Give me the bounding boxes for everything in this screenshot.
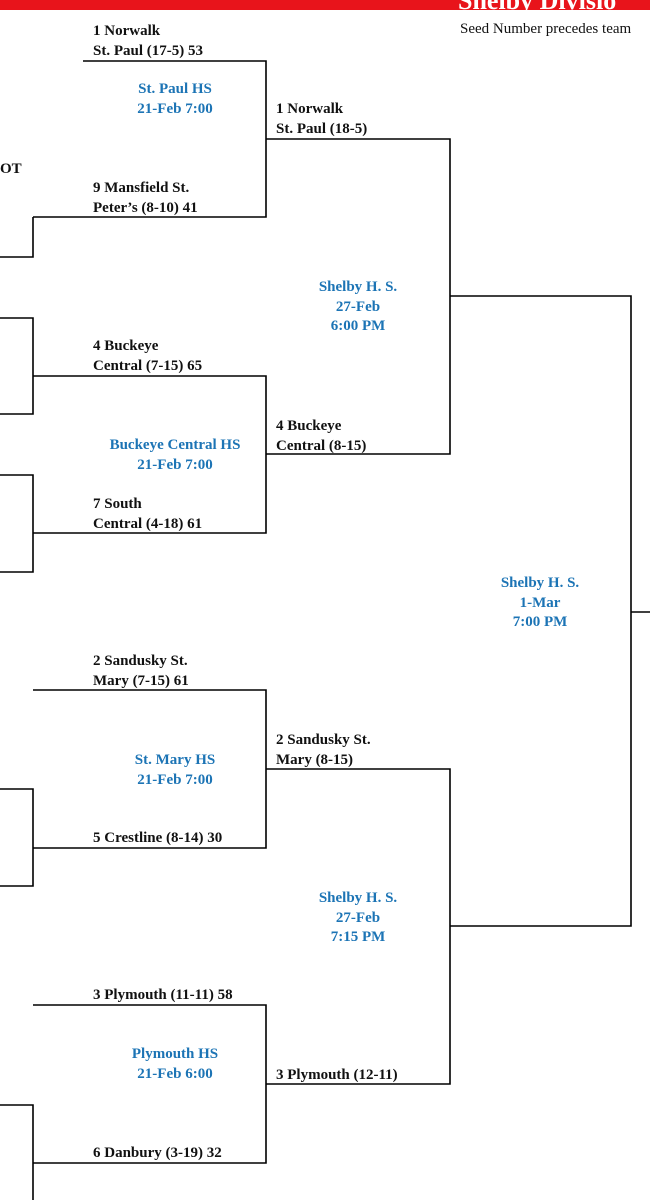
overtime-label: OT (0, 161, 22, 177)
r1-match-3-bottom-team: 5 Crestline (8-14) 30 (93, 830, 223, 846)
bracket-subtitle: Seed Number precedes team (460, 21, 632, 37)
r1-match-4-lines (33, 1004, 267, 1164)
prev-round-line-2 (0, 317, 34, 415)
r2-match-2-bottom-team: 3 Plymouth (12-11) (276, 1067, 398, 1083)
final-lines (450, 295, 632, 927)
header-banner: Shelby Divisio (0, 0, 650, 10)
r1-match-3-top-team: 2 Sandusky St.Mary (7-15) 61 (93, 653, 189, 689)
prev-round-line-3 (0, 474, 34, 573)
prev-round-line-5 (0, 1104, 34, 1200)
bracket-title: Shelby Divisio (458, 0, 616, 10)
r1-match-4-bottom-team: 6 Danbury (3-19) 32 (93, 1145, 222, 1161)
prev-round-line-1 (0, 217, 34, 258)
r2-match-2-top-team: 2 Sandusky St.Mary (8-15) (276, 732, 371, 768)
r1-match-1-bottom-team: 9 Mansfield St.Peter’s (8-10) 41 (93, 180, 198, 216)
prev-round-line-4 (0, 788, 34, 887)
r1-match-4-top-team: 3 Plymouth (11-11) 58 (93, 987, 233, 1003)
